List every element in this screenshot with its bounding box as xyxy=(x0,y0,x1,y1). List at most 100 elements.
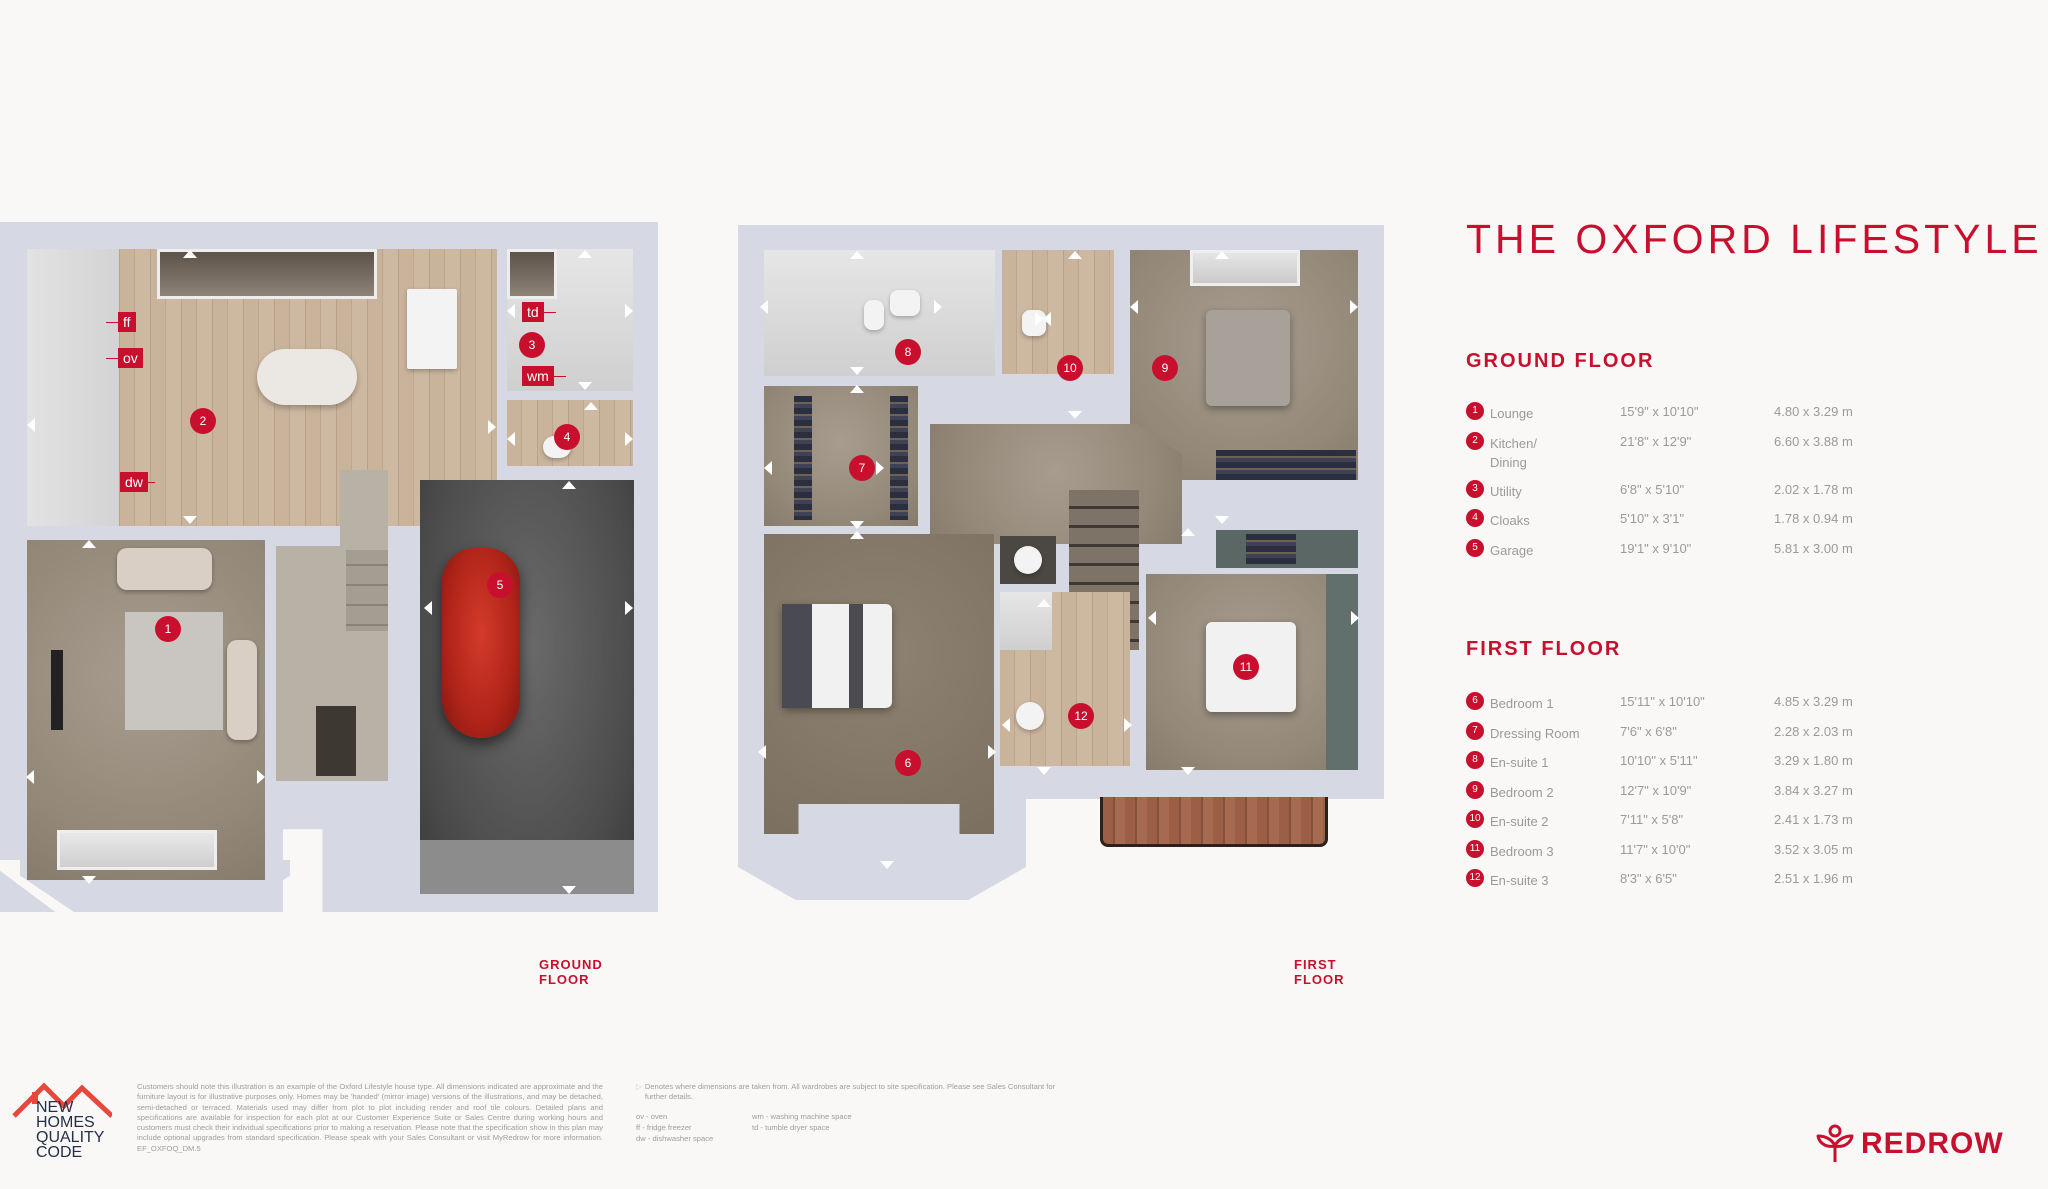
room-name: Bedroom 2 xyxy=(1490,784,1554,800)
dimension-arrow-icon xyxy=(1035,312,1043,326)
dimension-arrow-icon xyxy=(1350,300,1358,314)
appliance-tag-td: td xyxy=(522,302,556,322)
ground-floor-heading: GROUND FLOOR xyxy=(1466,350,1655,372)
room-imperial: 21'8" x 12'9" xyxy=(1620,433,1692,449)
dimension-arrow-icon xyxy=(26,770,34,784)
room-row: 2 Kitchen/ Dining 21'8" x 12'9" 6.60 x 3… xyxy=(1466,431,1946,480)
first-floor-heading: FIRST FLOOR xyxy=(1466,638,1622,660)
room-row: 6 Bedroom 1 15'11" x 10'10" 4.85 x 3.29 … xyxy=(1466,692,1946,722)
dimension-arrow-icon xyxy=(1130,300,1138,314)
dimension-arrow-icon xyxy=(1351,611,1359,625)
dimension-arrow-icon xyxy=(850,521,864,529)
room-name: En-suite 2 xyxy=(1490,814,1549,829)
light xyxy=(1014,546,1042,574)
room-row: 4 Cloaks 5'10" x 3'1" 1.78 x 0.94 m xyxy=(1466,509,1946,539)
kitchen-units xyxy=(27,249,119,526)
room-number-badge: 6 xyxy=(1466,692,1484,710)
room-number-badge: 10 xyxy=(1466,810,1484,828)
appliance-tag-ff: ff xyxy=(106,312,136,332)
abbreviation-item: wm - washing machine space xyxy=(752,1111,852,1121)
abbreviation-item: ov - oven xyxy=(636,1111,668,1121)
room-imperial: 15'9" x 10'10" xyxy=(1620,404,1699,419)
room-marker-9: 9 xyxy=(1152,355,1178,381)
dimension-arrow-icon xyxy=(27,418,35,432)
room-metric: 2.02 x 1.78 m xyxy=(1774,481,1853,497)
room-number-badge: 2 xyxy=(1466,431,1484,450)
room-row: 1 Lounge 15'9" x 10'10" 4.80 x 3.29 m xyxy=(1466,402,1946,432)
dimension-arrow-icon xyxy=(82,876,96,884)
dimension-arrow-icon xyxy=(1148,611,1156,625)
dimension-arrow-icon xyxy=(507,432,515,446)
dimension-arrow-icon xyxy=(183,250,197,258)
room-imperial: 7'6" x 6'8" xyxy=(1620,723,1677,739)
room-marker-8: 8 xyxy=(895,339,921,365)
room-metric: 3.84 x 3.27 m xyxy=(1774,782,1853,798)
porch-roof xyxy=(1100,797,1328,847)
wardrobe xyxy=(890,396,908,520)
room-imperial: 10'10" x 5'11" xyxy=(1620,753,1698,768)
door-mat xyxy=(316,706,356,776)
dimension-arrow-icon xyxy=(625,432,633,446)
dimension-arrow-icon xyxy=(850,251,864,259)
dimension-arrow-icon xyxy=(1037,599,1051,607)
kitchen-door xyxy=(407,289,457,369)
room-en-suite-2 xyxy=(1002,250,1114,374)
room-lounge xyxy=(27,540,265,880)
redrow-flower-icon xyxy=(1816,1124,1854,1162)
room-marker-12: 12 xyxy=(1068,703,1094,729)
nhqc-logo: NEW HOMES QUALITY CODE xyxy=(36,1099,105,1161)
dimension-arrow-icon xyxy=(1215,251,1229,259)
dimension-arrow-icon xyxy=(764,461,772,475)
dimension-arrow-icon xyxy=(1124,718,1132,732)
staircase xyxy=(346,546,388,631)
room-number-badge: 11 xyxy=(1466,839,1484,858)
room-number-badge: 1 xyxy=(1466,402,1484,420)
dimension-arrow-icon xyxy=(257,770,265,784)
redrow-wordmark: REDROW xyxy=(1861,1127,2004,1160)
room-name: Dressing Room xyxy=(1490,725,1580,741)
abbreviation-list: ov - oven wm - washing machine space ff … xyxy=(636,1112,1056,1145)
kitchen-window xyxy=(157,249,377,299)
dimension-arrow-icon xyxy=(578,382,592,390)
legend: ▷ Denotes where dimensions are taken fro… xyxy=(636,1082,1056,1144)
basin xyxy=(890,290,920,316)
headboard xyxy=(782,604,812,708)
ground-floor-room-list: 1 Lounge 15'9" x 10'10" 4.80 x 3.29 m 2 … xyxy=(1466,402,1946,568)
redrow-logo: REDROW xyxy=(1815,1124,2004,1164)
dimension-arrow-icon xyxy=(562,481,576,489)
room-marker-3: 3 xyxy=(519,332,545,358)
dimension-arrow-icon: ▷ xyxy=(636,1082,642,1091)
dimension-arrow-icon xyxy=(82,540,96,548)
room-name: En-suite 1 xyxy=(1490,755,1549,770)
room-name: En-suite 3 xyxy=(1490,873,1549,888)
room-imperial: 7'11" x 5'8" xyxy=(1620,812,1684,827)
room-name: Utility xyxy=(1490,483,1522,499)
hall xyxy=(276,546,388,781)
room-metric: 2.28 x 2.03 m xyxy=(1774,723,1853,739)
room-name: Bedroom 1 xyxy=(1490,696,1554,711)
nhqc-roof-icon xyxy=(12,1082,112,1118)
room-row: 8 En-suite 1 10'10" x 5'11" 3.29 x 1.80 … xyxy=(1466,751,1946,781)
room-number-badge: 5 xyxy=(1466,538,1484,557)
disclaimer-text: Customers should note this illustration … xyxy=(137,1082,603,1153)
room-marker-5: 5 xyxy=(487,572,513,598)
sofa-side xyxy=(227,640,257,740)
abbreviation-item: ff - fridge freezer xyxy=(636,1122,692,1132)
dimension-arrow-icon xyxy=(1181,767,1195,775)
dimension-arrow-icon xyxy=(578,250,592,258)
dimension-arrow-icon xyxy=(562,886,576,894)
room-dressing-room xyxy=(764,386,918,526)
dimension-arrow-icon xyxy=(1068,251,1082,259)
room-imperial: 6'8" x 5'10" xyxy=(1620,481,1685,497)
room-marker-2: 2 xyxy=(190,408,216,434)
room-metric: 4.80 x 3.29 m xyxy=(1774,404,1853,419)
dimension-arrow-icon xyxy=(850,367,864,375)
room-kitchen-dining xyxy=(27,249,497,526)
room-number-badge: 12 xyxy=(1466,869,1484,887)
room-imperial: 19'1" x 9'10" xyxy=(1620,540,1692,556)
dimension-note: Denotes where dimensions are taken from.… xyxy=(644,1082,1056,1102)
dimension-arrow-icon xyxy=(424,601,432,615)
room-imperial: 12'7" x 10'9" xyxy=(1620,782,1692,798)
dimension-arrow-icon xyxy=(584,402,598,410)
dimension-arrow-icon xyxy=(988,745,996,759)
